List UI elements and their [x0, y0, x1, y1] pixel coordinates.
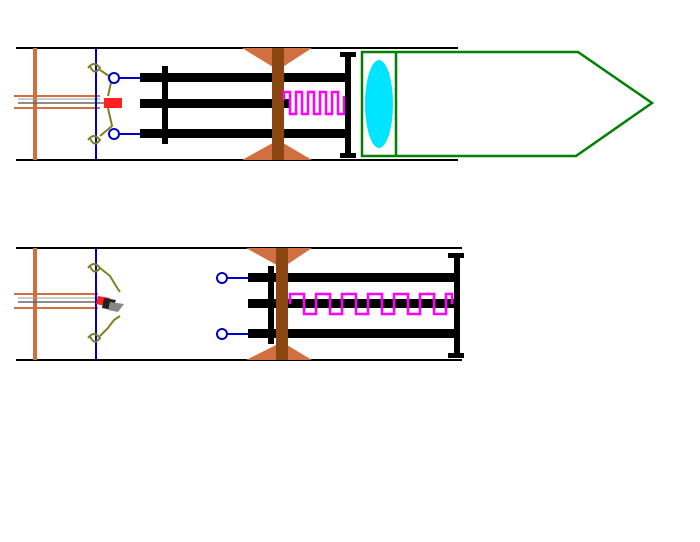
red-trigger [104, 98, 122, 108]
panel-released [14, 247, 464, 361]
latch-spring-bottom-released [87, 315, 121, 343]
push-rods [140, 66, 350, 144]
push-rods [248, 266, 454, 344]
pivot-circle-top [108, 72, 120, 84]
left-barrel [14, 293, 102, 309]
left-barrel [14, 95, 104, 109]
panel-compressed [14, 47, 655, 161]
cyan-lens [365, 60, 393, 148]
latch-spring-bottom [87, 107, 114, 145]
bulkhead-post [276, 248, 288, 360]
nose-cone [360, 50, 655, 158]
latch-spring-top-released [87, 263, 121, 293]
pivot-circle-bottom [108, 128, 120, 140]
pivot-circle-bottom [216, 328, 228, 340]
end-plate [340, 52, 356, 158]
left-copper-post [33, 48, 37, 160]
compressed-spring [282, 90, 346, 116]
bulkhead-post [272, 48, 284, 160]
extended-spring [288, 292, 454, 316]
left-copper-post [33, 248, 37, 360]
pivot-circle-top [216, 272, 228, 284]
released-trigger [96, 296, 124, 312]
end-plate [448, 253, 464, 358]
